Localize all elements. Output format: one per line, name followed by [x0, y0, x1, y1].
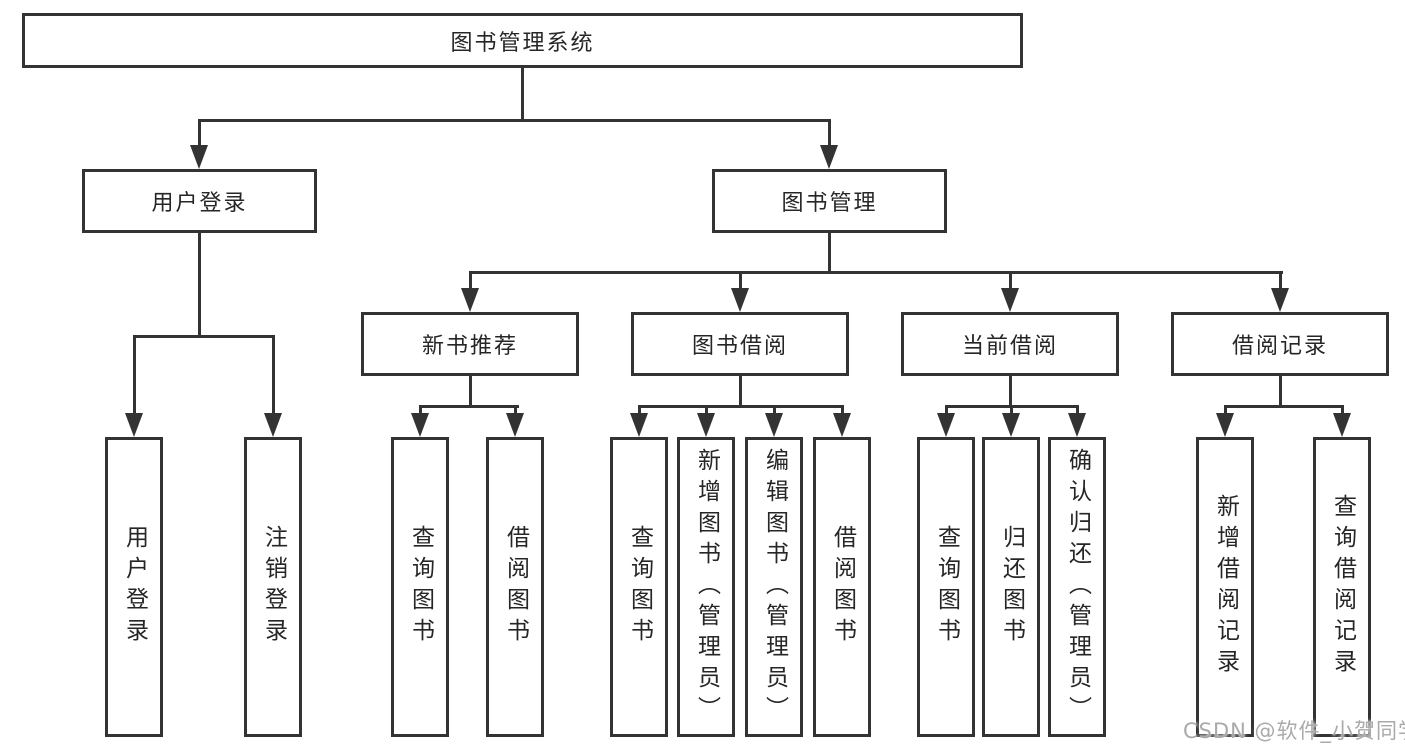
arrow-down-icon: [731, 288, 749, 312]
leaf-logout: 注销登录: [244, 437, 302, 737]
leaf-user-login: 用户登录: [105, 437, 163, 737]
connector-line: [638, 405, 641, 417]
arrow-down-icon: [1001, 288, 1019, 312]
node-current-borrowing: 当前借阅: [901, 312, 1119, 376]
leaf-label: 用户登录: [121, 525, 148, 649]
arrow-down-icon: [1002, 413, 1020, 437]
connector-line: [841, 405, 844, 417]
leaf-label: 查询借阅记录: [1329, 494, 1356, 680]
leaf-label: 查询图书: [407, 525, 434, 649]
leaf-label: 查询图书: [933, 525, 960, 649]
connector-line: [469, 376, 472, 407]
arrow-down-icon: [630, 413, 648, 437]
arrow-down-icon: [264, 413, 282, 437]
leaf-query-books-borrow: 查询图书: [610, 437, 668, 737]
leaf-label: 注销登录: [260, 525, 287, 649]
arrow-down-icon: [461, 288, 479, 312]
arrow-down-icon: [1333, 413, 1351, 437]
connector-line: [419, 405, 519, 408]
connector-line: [638, 405, 844, 408]
connector-line: [198, 119, 201, 149]
connector-line: [1341, 405, 1344, 417]
node-label: 借阅记录: [1231, 334, 1328, 359]
connector-line: [739, 376, 742, 407]
leaf-confirm-return-admin: 确认归还（管理员）: [1048, 437, 1106, 737]
node-label: 用户登录: [151, 191, 248, 216]
node-label: 图书管理系统: [450, 30, 595, 56]
connector-line: [1010, 405, 1013, 417]
node-label: 新书推荐: [421, 334, 518, 359]
connector-line: [773, 405, 776, 417]
connector-line: [521, 68, 524, 120]
leaf-add-books-admin: 新增图书（管理员）: [677, 437, 735, 737]
node-borrowing-records: 借阅记录: [1171, 312, 1389, 376]
leaf-query-books-current: 查询图书: [917, 437, 975, 737]
arrow-down-icon: [820, 145, 838, 169]
node-new-book-recommendation: 新书推荐: [361, 312, 579, 376]
node-book-borrowing: 图书借阅: [631, 312, 849, 376]
leaf-label: 归还图书: [998, 525, 1025, 649]
connector-line: [1279, 271, 1282, 291]
leaf-edit-books-admin: 编辑图书（管理员）: [745, 437, 803, 737]
connector-line: [1009, 271, 1012, 291]
arrow-down-icon: [833, 413, 851, 437]
connector-line: [1224, 405, 1344, 408]
node-root-library-system: 图书管理系统: [22, 13, 1023, 68]
csdn-watermark: CSDN @软件_小贺同学: [1183, 719, 1405, 743]
leaf-borrow-books: 借阅图书: [813, 437, 871, 737]
leaf-query-books-recommend: 查询图书: [391, 437, 449, 737]
connector-line: [1224, 405, 1227, 417]
arrow-down-icon: [697, 413, 715, 437]
connector-line: [828, 233, 831, 274]
connector-line: [739, 271, 742, 291]
connector-line: [514, 405, 517, 417]
arrow-down-icon: [190, 145, 208, 169]
node-user-login: 用户登录: [82, 169, 317, 233]
leaf-borrow-books-recommend: 借阅图书: [486, 437, 544, 737]
connector-line: [272, 335, 275, 417]
leaf-return-books: 归还图书: [982, 437, 1040, 737]
connector-line: [1076, 405, 1079, 417]
connector-line: [1009, 376, 1012, 407]
leaf-query-borrow-record: 查询借阅记录: [1313, 437, 1371, 737]
node-book-management: 图书管理: [712, 169, 947, 233]
connector-line: [198, 119, 831, 122]
leaf-label: 新增图书（管理员）: [693, 447, 720, 727]
arrow-down-icon: [125, 413, 143, 437]
leaf-label: 编辑图书（管理员）: [761, 447, 788, 727]
node-label: 图书管理: [781, 191, 878, 216]
leaf-label: 借阅图书: [829, 525, 856, 649]
connector-line: [828, 119, 831, 149]
leaf-label: 借阅图书: [502, 525, 529, 649]
arrow-down-icon: [765, 413, 783, 437]
arrow-down-icon: [1271, 288, 1289, 312]
leaf-add-borrow-record: 新增借阅记录: [1196, 437, 1254, 737]
connector-line: [469, 271, 1283, 274]
arrow-down-icon: [506, 413, 524, 437]
arrow-down-icon: [1216, 413, 1234, 437]
connector-line: [419, 405, 422, 417]
connector-line: [945, 405, 948, 417]
leaf-label: 确认归还（管理员）: [1064, 447, 1091, 727]
connector-line: [133, 335, 275, 338]
connector-line: [198, 233, 201, 337]
arrow-down-icon: [1068, 413, 1086, 437]
node-label: 当前借阅: [961, 334, 1058, 359]
leaf-label: 查询图书: [626, 525, 653, 649]
connector-line: [133, 335, 136, 417]
connector-line: [469, 271, 472, 291]
node-label: 图书借阅: [691, 334, 788, 359]
connector-line: [705, 405, 708, 417]
arrow-down-icon: [411, 413, 429, 437]
connector-line: [1279, 376, 1282, 407]
leaf-label: 新增借阅记录: [1212, 494, 1239, 680]
arrow-down-icon: [937, 413, 955, 437]
